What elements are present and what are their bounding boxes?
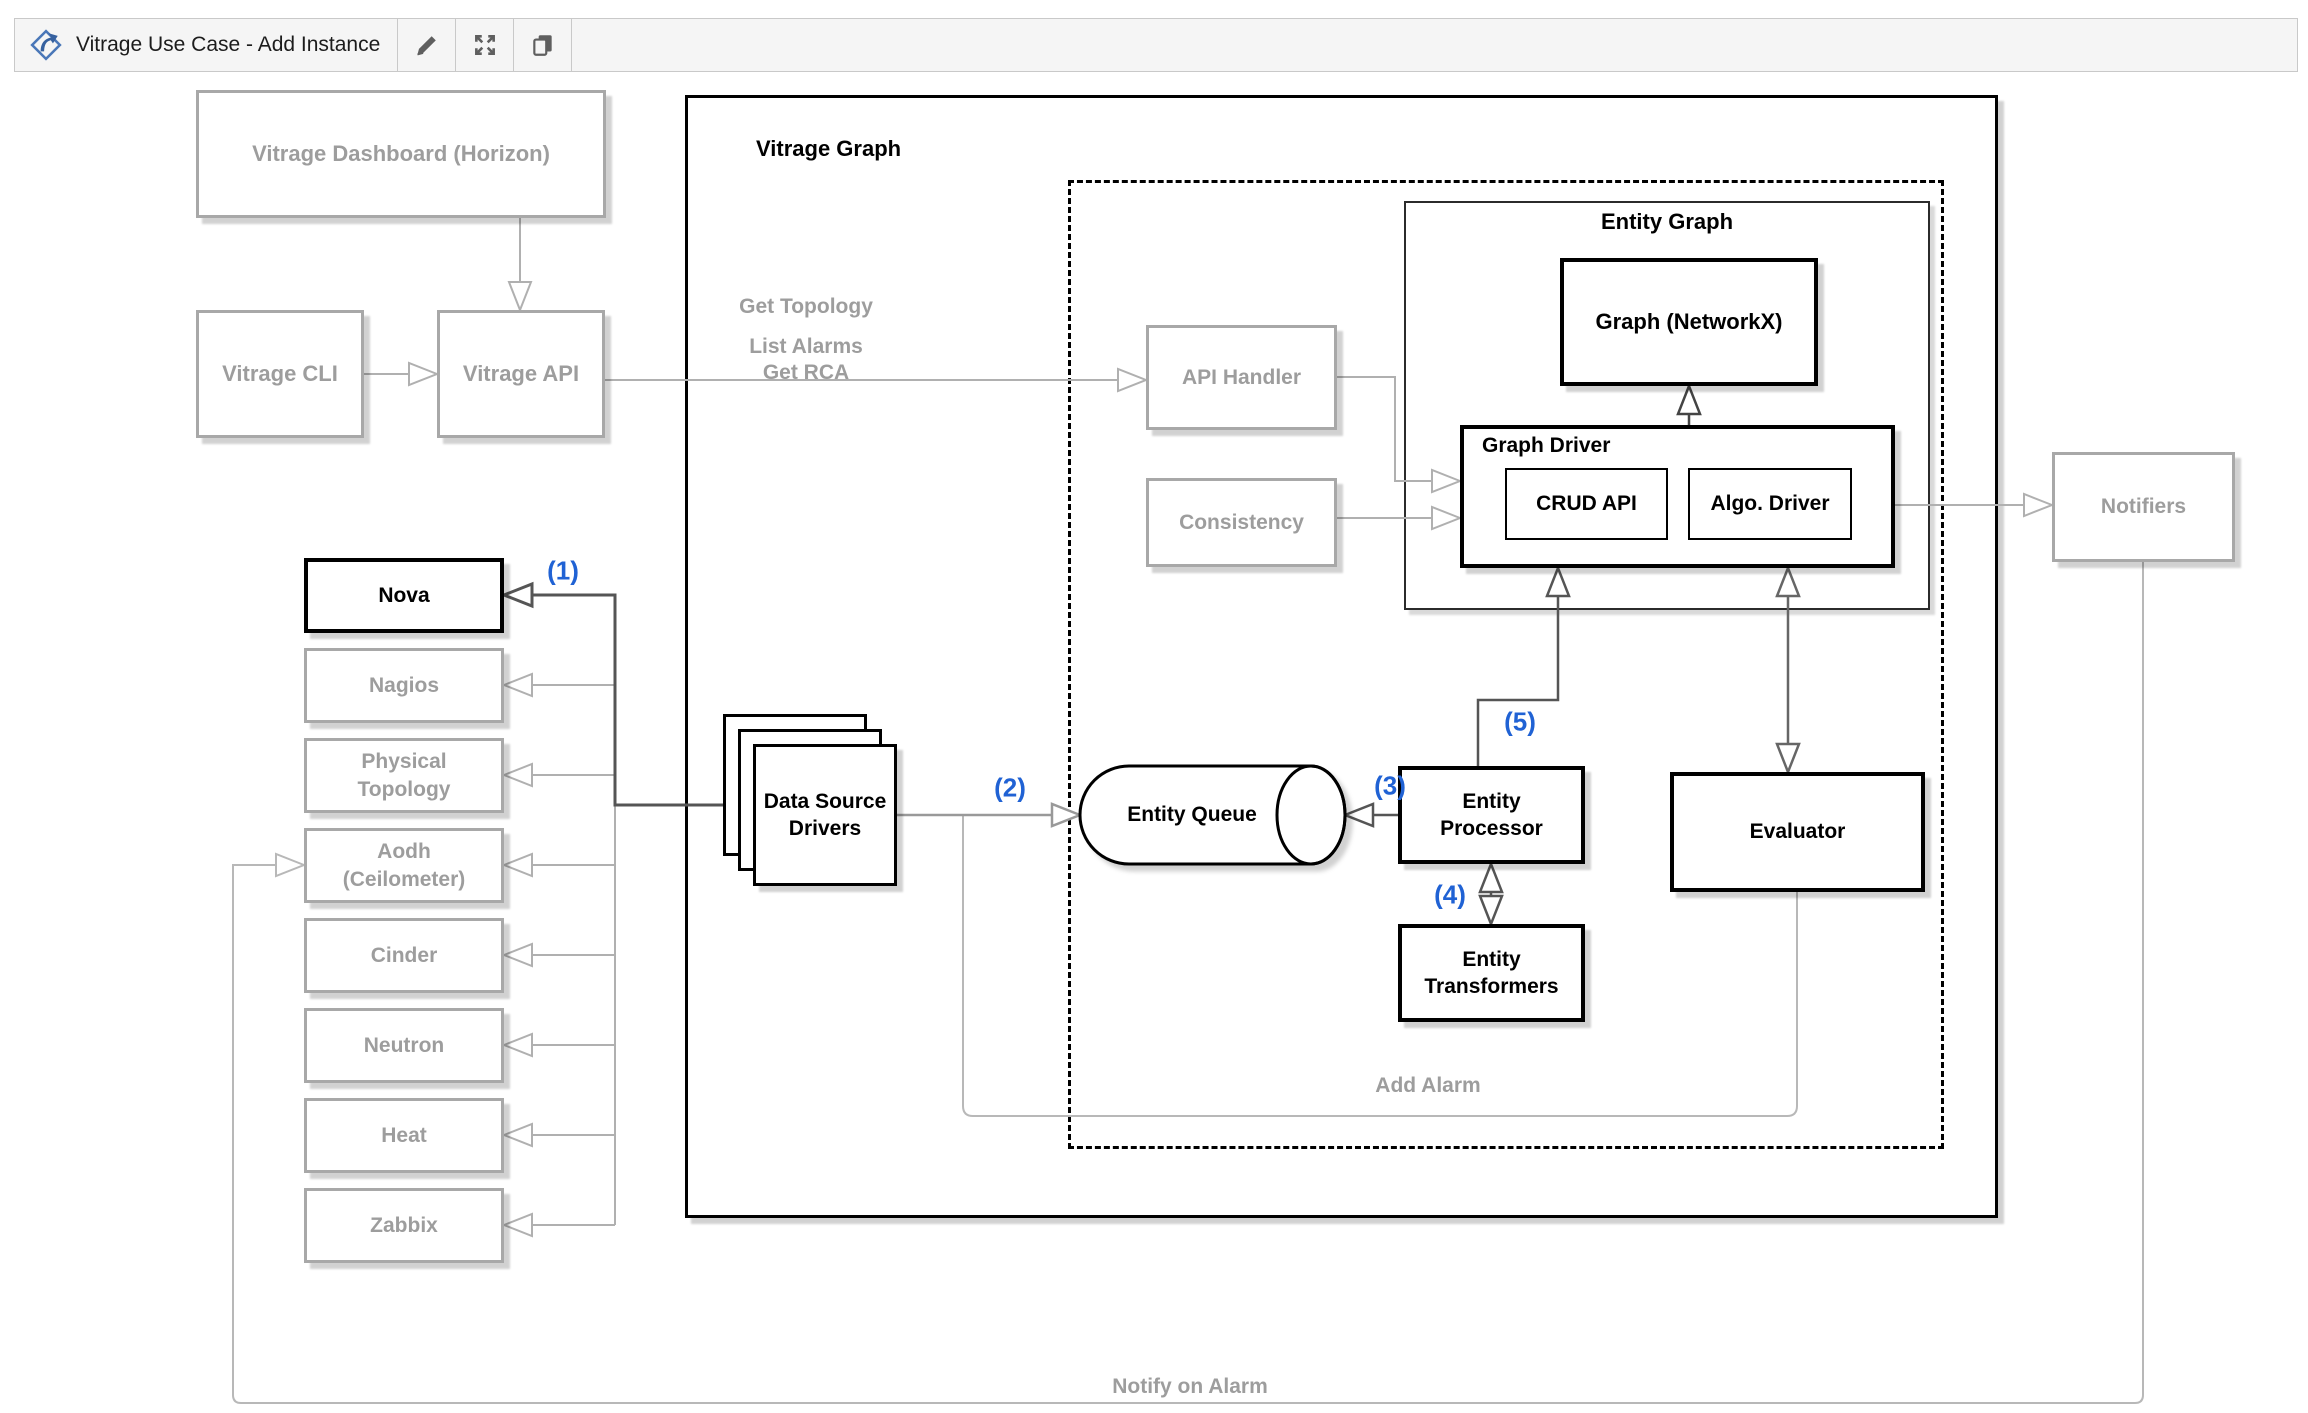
node-label: Nagios: [368, 673, 439, 697]
node-label: Zabbix: [370, 1213, 438, 1237]
entity-graph-label: Entity Graph: [1600, 209, 1734, 234]
node-cinder: Cinder: [304, 918, 504, 993]
node-vitrage-dashboard: Vitrage Dashboard (Horizon): [196, 90, 606, 218]
edge-dashboard-to-api: [507, 218, 533, 313]
node-notifiers: Notifiers: [2052, 452, 2235, 562]
node-crud-api: CRUD API: [1505, 468, 1668, 540]
edge-label-list-alarms: List Alarms: [749, 335, 863, 358]
fullscreen-button[interactable]: [456, 19, 514, 71]
edge-step3-queue-to-processor: [1341, 802, 1398, 828]
node-label: Vitrage Dashboard (Horizon): [252, 140, 550, 166]
step-label-3: (3): [1374, 770, 1406, 801]
diagram-title: Vitrage Use Case - Add Instance: [76, 33, 381, 56]
node-entity-transformers: Entity Transformers: [1398, 924, 1585, 1022]
step-label-5: (5): [1504, 706, 1536, 737]
drawio-logo-icon: [30, 29, 62, 61]
edge-consistency-to-graph-driver: [1337, 505, 1463, 531]
vitrage-graph-inner-dashed-box: [1068, 180, 1944, 1149]
node-label: Data Source Drivers: [763, 789, 887, 840]
edge-notify-on-alarm: [232, 562, 2144, 1404]
node-label: Entity Processor: [1440, 789, 1543, 840]
node-label: Evaluator: [1749, 820, 1846, 844]
node-nagios: Nagios: [304, 648, 504, 723]
edge-label-notify-on-alarm: Notify on Alarm: [1112, 1375, 1268, 1398]
step-label-1: (1): [547, 555, 579, 586]
node-label: CRUD API: [1536, 492, 1637, 516]
node-label: Notifiers: [2100, 495, 2187, 519]
edge-step1-to-nova: [499, 581, 740, 807]
entity-queue-shape: [1078, 764, 1347, 866]
expand-icon: [474, 35, 495, 55]
node-entity-processor: Entity Processor: [1398, 766, 1585, 864]
node-vitrage-api: Vitrage API: [437, 310, 605, 438]
graph-driver-label: Graph Driver: [1482, 434, 1611, 457]
edge-api-handler-to-graph-driver: [1337, 376, 1463, 494]
node-label: Algo. Driver: [1710, 492, 1830, 516]
node-evaluator: Evaluator: [1670, 772, 1925, 892]
copy-button[interactable]: [514, 19, 572, 71]
viewer-toolbar: Vitrage Use Case - Add Instance: [14, 18, 2298, 72]
node-label: Physical Topology: [357, 750, 451, 801]
node-consistency: Consistency: [1146, 478, 1337, 567]
edge-step2-drivers-to-queue: [895, 802, 1084, 828]
node-nova: Nova: [304, 558, 504, 633]
edge-label-add-alarm: Add Alarm: [1375, 1074, 1481, 1097]
edge-graph-driver-to-networkx: [1676, 382, 1702, 425]
node-graph-networkx: Graph (NetworkX): [1560, 258, 1818, 386]
entity-queue-label: Entity Queue: [1127, 803, 1257, 826]
edit-button[interactable]: [398, 19, 456, 71]
node-label: Heat: [381, 1123, 427, 1147]
node-label: Vitrage API: [462, 360, 580, 386]
edge-cli-to-api: [364, 361, 440, 387]
node-api-handler: API Handler: [1146, 325, 1337, 430]
edge-api-to-api-handler: [605, 367, 1149, 393]
edge-step4-processor-transformers: [1478, 860, 1504, 928]
step-label-2: (2): [994, 772, 1026, 803]
node-label: Nova: [378, 583, 430, 607]
node-label: Entity Transformers: [1424, 947, 1559, 998]
edge-add-alarm: [962, 815, 1798, 1117]
node-data-source-drivers: Data Source Drivers: [753, 744, 897, 886]
node-label: Vitrage CLI: [222, 360, 338, 386]
node-label: API Handler: [1181, 365, 1302, 389]
node-aodh: Aodh (Ceilometer): [304, 828, 504, 903]
node-vitrage-cli: Vitrage CLI: [196, 310, 364, 438]
node-neutron: Neutron: [304, 1008, 504, 1083]
node-label: Neutron: [363, 1033, 445, 1057]
node-label: Cinder: [370, 943, 438, 967]
node-zabbix: Zabbix: [304, 1188, 504, 1263]
node-label: Aodh (Ceilometer): [342, 840, 466, 891]
vitrage-graph-label: Vitrage Graph: [756, 136, 902, 161]
edge-step5-processor-to-graph-driver: [1476, 564, 1571, 766]
edge-label-get-rca: Get RCA: [762, 361, 850, 384]
step-label-4: (4): [1434, 879, 1466, 910]
toolbar-spacer: [572, 19, 2297, 71]
node-algo-driver: Algo. Driver: [1688, 468, 1852, 540]
node-label: Graph (NetworkX): [1595, 308, 1783, 334]
edge-label-get-topology: Get Topology: [739, 295, 873, 318]
pencil-icon: [416, 36, 436, 56]
node-label: Consistency: [1179, 510, 1304, 534]
edge-drivers-trunk: [501, 595, 616, 1238]
edge-evaluator-graph-driver: [1775, 564, 1801, 776]
node-heat: Heat: [304, 1098, 504, 1173]
title-cell: Vitrage Use Case - Add Instance: [15, 19, 398, 71]
edge-graph-driver-to-notifiers: [1895, 492, 2055, 518]
copy-icon: [532, 35, 552, 56]
node-physical-topology: Physical Topology: [304, 738, 504, 813]
